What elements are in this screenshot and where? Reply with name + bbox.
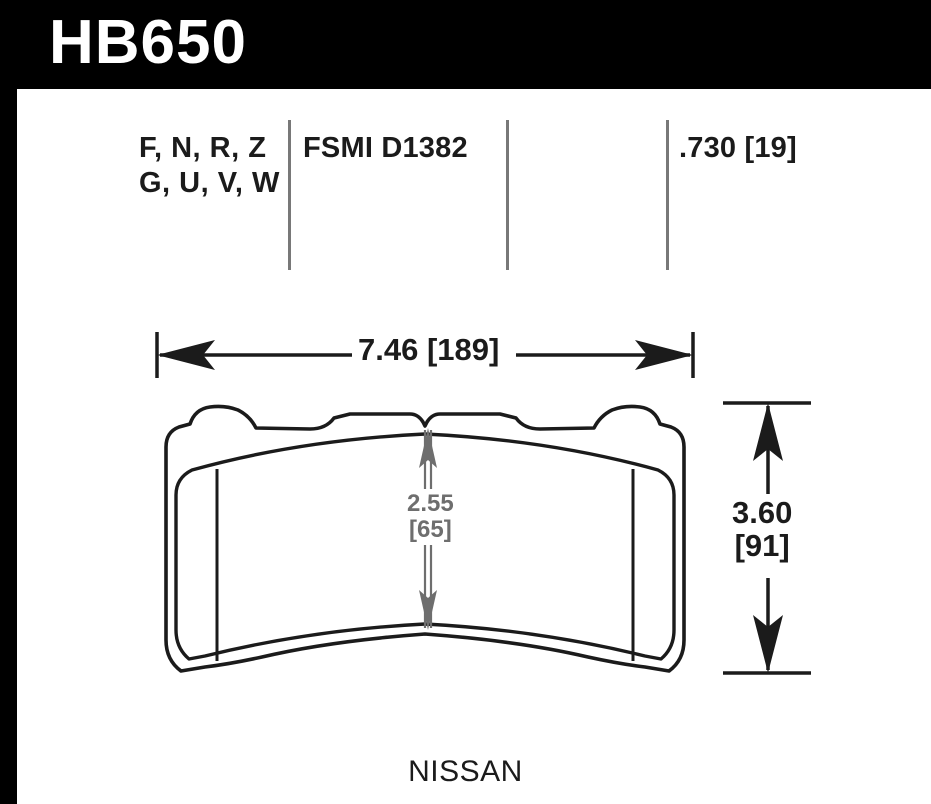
height-dimension-inches: 3.60 (732, 495, 793, 530)
center-dimension (419, 428, 437, 630)
part-number-title: HB650 (49, 8, 247, 77)
height-dimension (723, 401, 811, 675)
pad-thickness: .730 [19] (679, 132, 797, 164)
center-dimension-label: 2.55 [65] (403, 489, 458, 545)
spec-separator-3 (666, 120, 669, 270)
left-edge-band (0, 89, 17, 804)
spec-separator-2 (506, 120, 509, 270)
width-dimension (155, 332, 695, 378)
center-dimension-mm: [65] (409, 515, 452, 543)
height-dimension-mm: [91] (734, 528, 790, 564)
compound-codes: F, N, R, Z G, U, V, W (139, 131, 280, 200)
spec-separator-1 (288, 120, 291, 270)
fmsi-number: FSMI D1382 (303, 132, 468, 164)
vehicle-make-label: NISSAN (408, 755, 523, 788)
center-dimension-inches: 2.55 (407, 490, 454, 517)
backing-plate-outline (164, 404, 686, 673)
width-dimension-label: 7.46 [189] (352, 333, 506, 366)
height-dimension-label: 3.60 [91] (728, 494, 797, 565)
compound-codes-line-1: F, N, R, Z (139, 132, 267, 164)
pad-side-groove-lines (215, 469, 635, 661)
friction-material-outline (174, 432, 676, 661)
header-bar: HB650 (0, 0, 931, 89)
compound-codes-line-2: G, U, V, W (139, 166, 280, 199)
